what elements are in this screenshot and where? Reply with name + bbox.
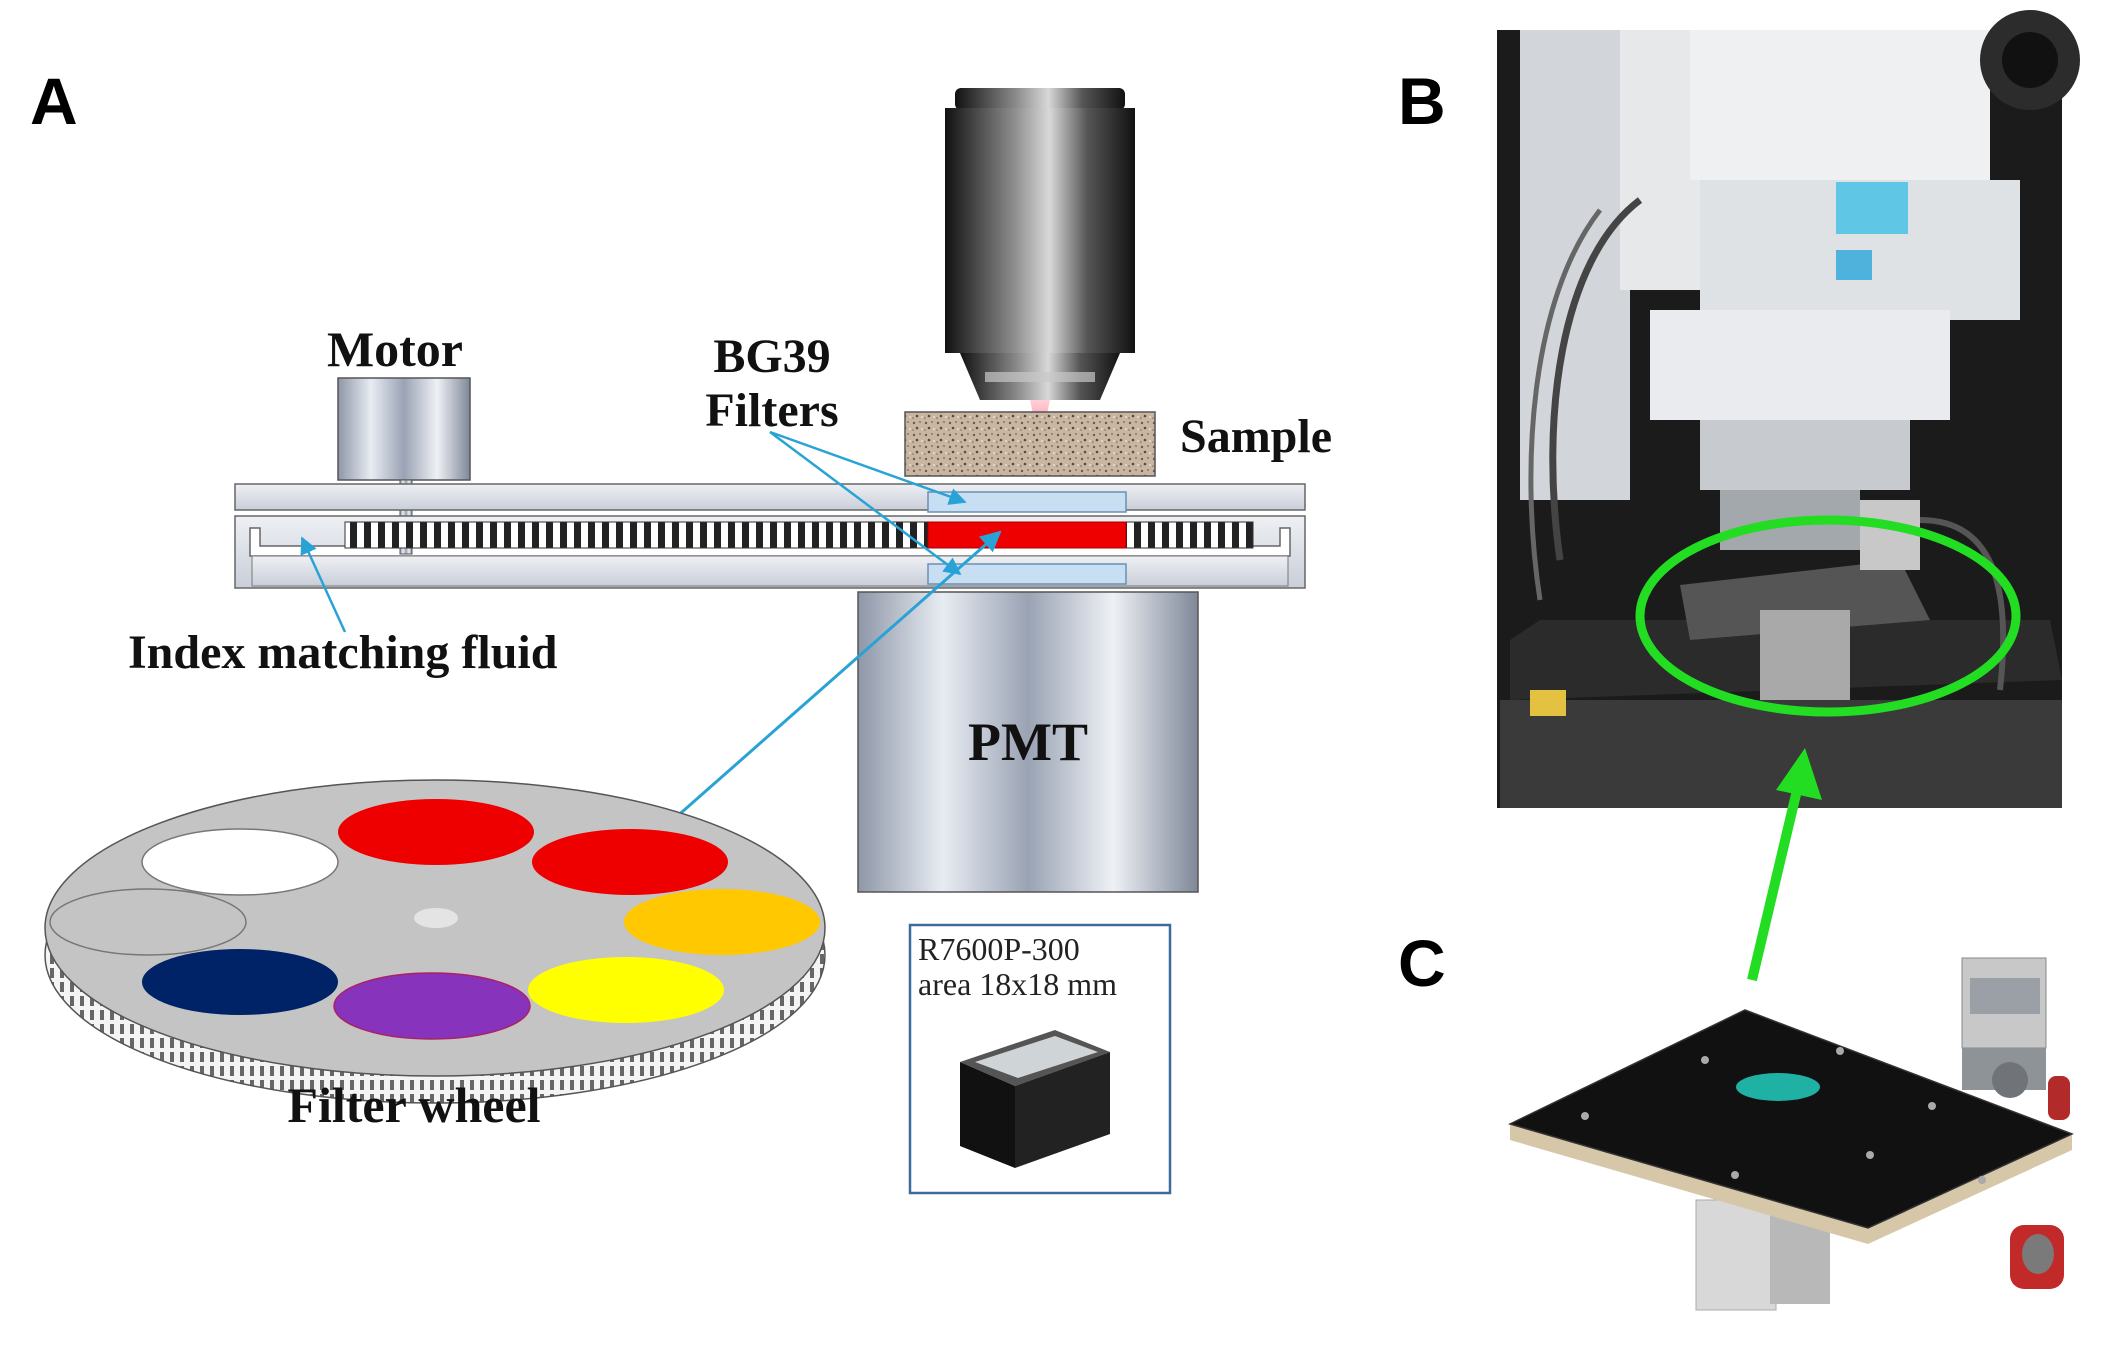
filter-wheel-label: Filter wheel	[287, 1077, 540, 1133]
sample-label: Sample	[1180, 410, 1332, 463]
filter-slot-white	[141, 828, 339, 896]
filter-slot-yellow	[528, 957, 724, 1023]
bg39-filter-upper	[927, 491, 1127, 513]
green-link-arrow	[1747, 748, 1822, 982]
index-fluid-pointer	[300, 536, 347, 633]
wheel-hub	[414, 908, 458, 928]
microscope-photo	[1497, 10, 2080, 808]
green-highlight-ellipse	[1635, 515, 2021, 717]
pmt-area-text: area 18x18 mm	[918, 966, 1117, 1002]
bg39-label-line2: Filters	[705, 384, 838, 437]
filter-slot-red-1	[338, 799, 534, 865]
filter-device-photo	[1507, 957, 2074, 1311]
filter-slot-red-2	[532, 829, 728, 895]
sample-block	[904, 411, 1156, 477]
panel-letter-c: C	[1398, 926, 1446, 1000]
objective-lens	[945, 88, 1135, 400]
filter-slot-navy	[142, 949, 338, 1015]
filter-slot-empty	[49, 888, 247, 956]
panel-letter-a: A	[30, 64, 78, 138]
pmt-model-text: R7600P-300	[918, 931, 1080, 967]
pmt-label: PMT	[968, 712, 1088, 772]
panel-letter-b: B	[1398, 64, 1446, 138]
filter-wheel-link-arrow	[630, 530, 1002, 858]
pmt-inset: R7600P-300 area 18x18 mm	[908, 923, 1172, 1195]
top-plate	[234, 483, 1306, 511]
filter-wheel	[44, 779, 826, 1104]
bg39-filter-lower	[927, 563, 1127, 585]
active-red-filter	[927, 521, 1127, 549]
filter-slot-purple	[333, 972, 531, 1040]
bg39-label-line1: BG39	[713, 330, 830, 383]
motor-label: Motor	[327, 321, 463, 377]
index-fluid-label: Index matching fluid	[128, 626, 558, 679]
pmt-cube-image	[960, 1030, 1110, 1168]
filter-slot-orange	[624, 889, 820, 955]
